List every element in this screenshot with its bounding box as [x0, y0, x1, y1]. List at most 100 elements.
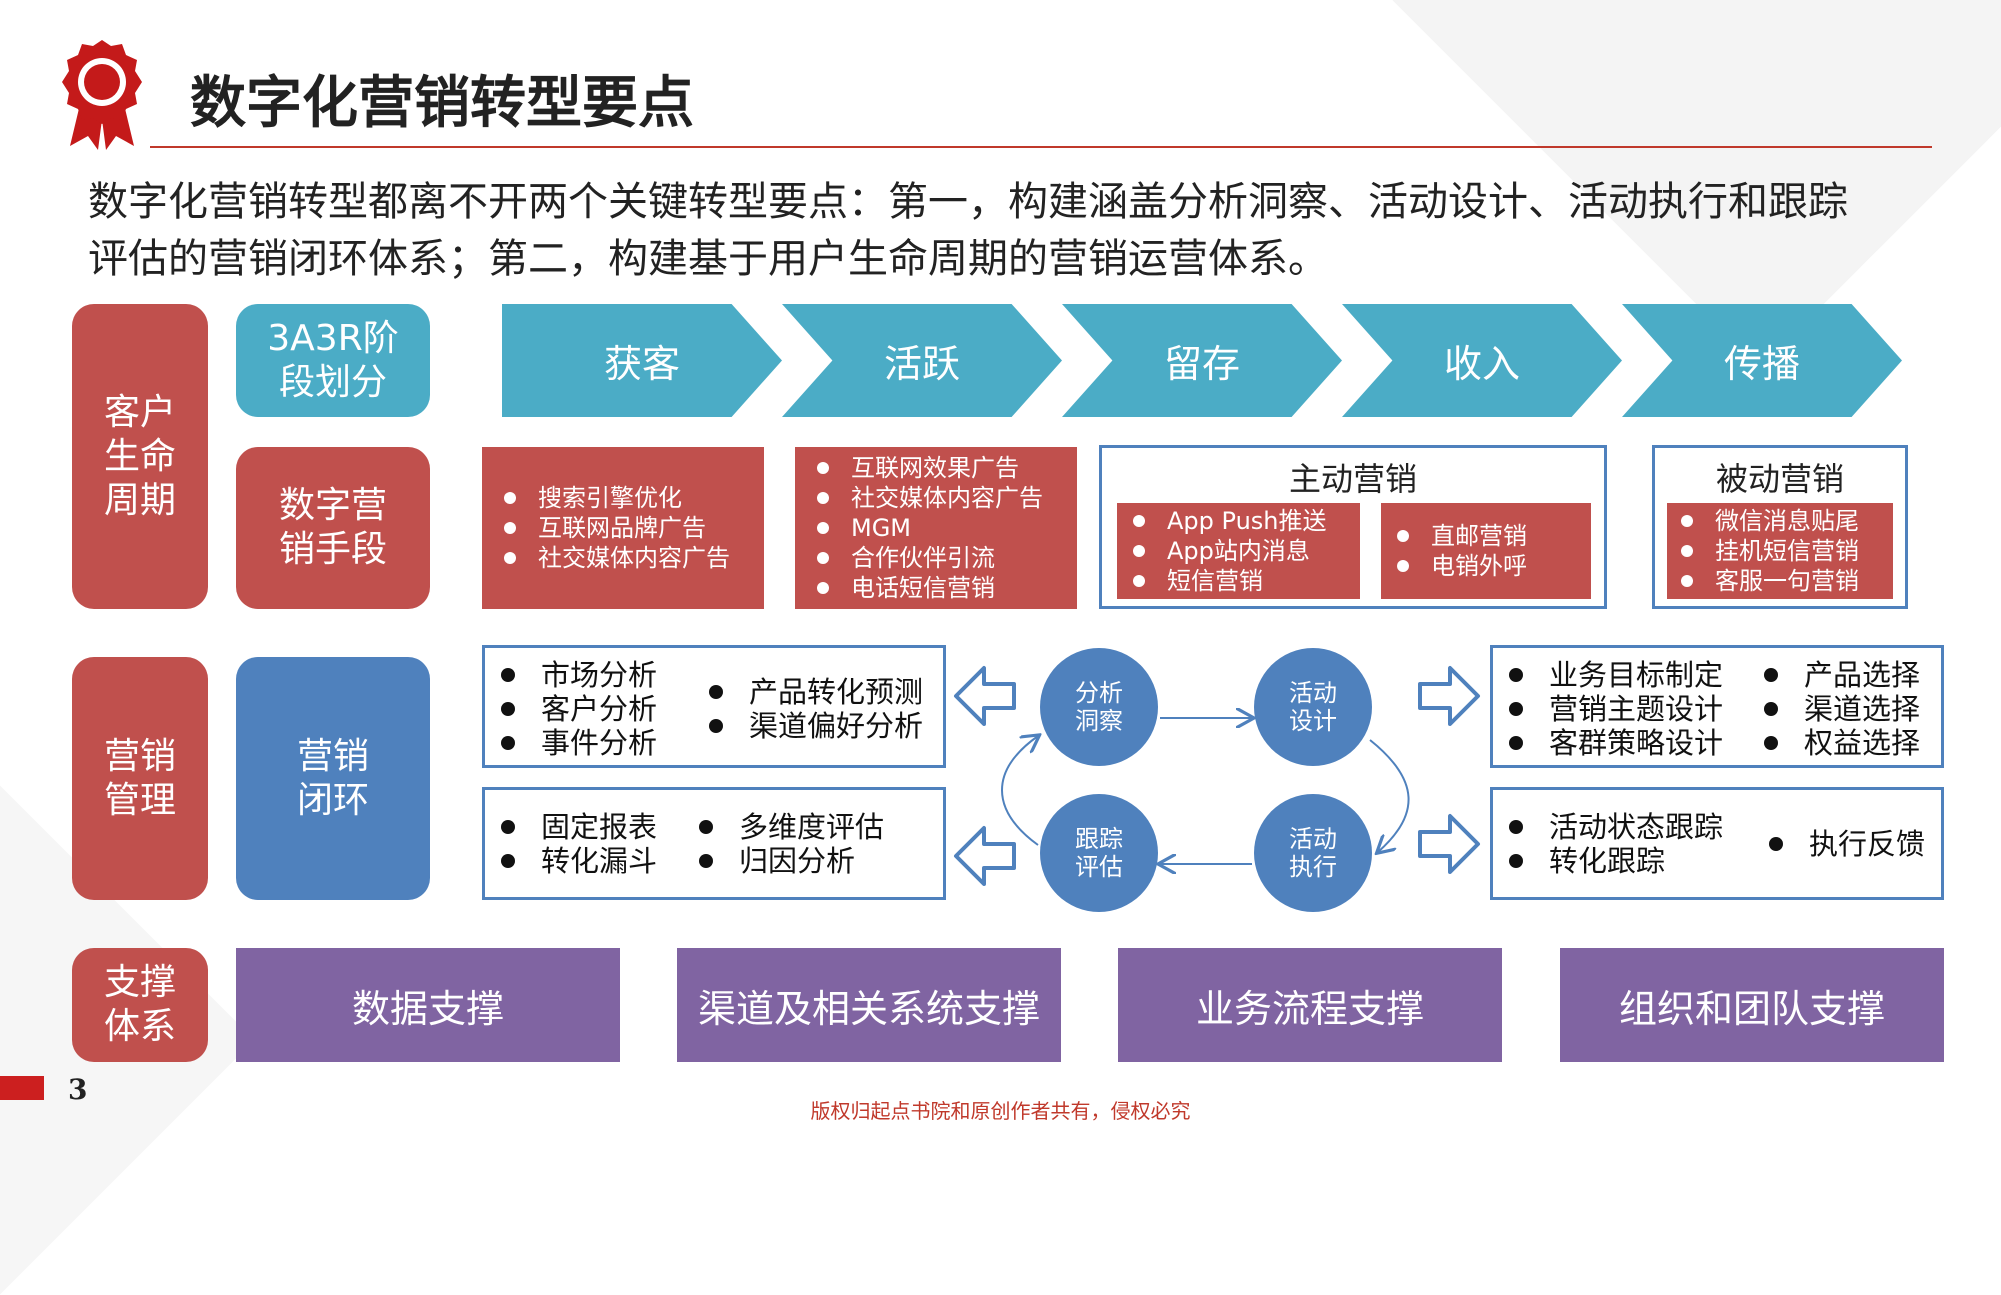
- evaluation-box: 固定报表 转化漏斗 多维度评估 归因分析: [482, 787, 946, 900]
- support-data: 数据支撑: [236, 948, 620, 1062]
- label-line: 闭环: [296, 779, 369, 821]
- stage-acquire: 获客: [502, 304, 782, 417]
- node-execute: 活动执行: [1254, 794, 1372, 912]
- list-item: 营销主题设计: [1493, 692, 1723, 726]
- intro-paragraph: 数字化营销转型都离不开两个关键转型要点：第一，构建涵盖分析洞察、活动设计、活动执…: [88, 174, 1948, 288]
- node-label: 执行: [1289, 853, 1337, 881]
- label-line: 体系: [103, 1006, 176, 1047]
- label-line: 管理: [103, 779, 176, 821]
- support-label: 支撑 体系: [72, 948, 208, 1062]
- list-item: 产品选择: [1748, 658, 1920, 692]
- list-item: 执行反馈: [1753, 827, 1925, 861]
- label-line: 营销: [296, 735, 369, 777]
- list-item: 客服一句营销: [1669, 566, 1859, 596]
- award-ribbon-icon: [62, 40, 142, 150]
- stage-retain: 留存: [1062, 304, 1342, 417]
- label-line: 段划分: [278, 361, 387, 403]
- support-organization-team: 组织和团队支撑: [1560, 948, 1944, 1062]
- label-line: 支撑: [103, 962, 176, 1003]
- digital-means-label: 数字营 销手段: [236, 447, 430, 609]
- node-label: 跟踪: [1075, 825, 1123, 853]
- title-divider: [150, 146, 1932, 148]
- label-line: 周期: [103, 479, 176, 521]
- list-item: 活动状态跟踪: [1493, 810, 1723, 844]
- analysis-box: 市场分析 客户分析 事件分析 产品转化预测 渠道偏好分析: [482, 645, 946, 768]
- copyright-footer: 版权归起点书院和原创作者共有，侵权必究: [810, 1099, 1191, 1123]
- stage-label: 留存: [1163, 342, 1240, 386]
- stage-referral: 传播: [1622, 304, 1902, 417]
- proactive-direct-tactics: 直邮营销 电销外呼: [1381, 503, 1591, 599]
- page-title: 数字化营销转型要点: [190, 71, 694, 136]
- label-line: 数字营: [278, 485, 387, 526]
- node-label: 分析: [1075, 679, 1123, 707]
- list-item: 电话短信营销: [805, 573, 1043, 603]
- node-label: 设计: [1289, 707, 1337, 735]
- list-item: 社交媒体内容广告: [492, 543, 730, 573]
- flow-arrow: [1369, 739, 1410, 852]
- acquire-tactics: 搜索引擎优化 互联网品牌广告 社交媒体内容广告: [482, 447, 764, 609]
- label-line: 销手段: [278, 529, 387, 570]
- list-item: 挂机短信营销: [1669, 536, 1859, 566]
- support-business-process: 业务流程支撑: [1118, 948, 1502, 1062]
- group-title: 主动营销: [1288, 460, 1417, 498]
- list-item: App站内消息: [1121, 536, 1327, 566]
- page-number-bar: [0, 1076, 44, 1100]
- list-item: 事件分析: [485, 726, 657, 760]
- left-arrow-icon: [954, 826, 1016, 886]
- list-item: App Push推送: [1121, 506, 1327, 536]
- list-item: 互联网效果广告: [805, 453, 1043, 483]
- right-arrow-icon: [1418, 666, 1480, 726]
- left-arrow-icon: [954, 666, 1016, 726]
- list-item: 权益选择: [1748, 726, 1920, 760]
- label-line: 生命: [103, 435, 176, 477]
- list-item: 归因分析: [683, 844, 884, 878]
- node-analysis: 分析洞察: [1040, 648, 1158, 766]
- list-item: 渠道选择: [1748, 692, 1920, 726]
- proactive-app-tactics: App Push推送 App站内消息 短信营销: [1117, 503, 1360, 599]
- passive-marketing-group: 被动营销 微信消息贴尾 挂机短信营销 客服一句营销: [1652, 445, 1908, 609]
- execution-box: 活动状态跟踪 转化跟踪 执行反馈: [1490, 787, 1944, 900]
- node-label: 评估: [1075, 853, 1123, 881]
- intro-line: 数字化营销转型都离不开两个关键转型要点：第一，构建涵盖分析洞察、活动设计、活动执…: [88, 179, 1848, 225]
- stage-division-label: 3A3R阶 段划分: [236, 304, 430, 417]
- list-item: 客户分析: [485, 692, 657, 726]
- label-line: 客户: [103, 391, 176, 433]
- list-item: 渠道偏好分析: [693, 709, 923, 743]
- node-label: 活动: [1289, 825, 1337, 853]
- list-item: MGM: [805, 513, 1043, 543]
- stage-revenue: 收入: [1342, 304, 1622, 417]
- label-line: 3A3R阶: [267, 317, 399, 359]
- active-tactics: 互联网效果广告 社交媒体内容广告 MGM 合作伙伴引流 电话短信营销: [795, 447, 1077, 609]
- node-track: 跟踪评估: [1040, 794, 1158, 912]
- right-arrow-icon: [1418, 814, 1480, 874]
- list-item: 合作伙伴引流: [805, 543, 1043, 573]
- loop-connectors: [954, 666, 1480, 886]
- list-item: 产品转化预测: [693, 675, 923, 709]
- list-item: 业务目标制定: [1493, 658, 1723, 692]
- node-label: 活动: [1289, 679, 1337, 707]
- design-box: 业务目标制定 营销主题设计 客群策略设计 产品选择 渠道选择 权益选择: [1490, 645, 1944, 768]
- stage-active: 活跃: [782, 304, 1062, 417]
- list-item: 短信营销: [1121, 566, 1327, 596]
- list-item: 搜索引擎优化: [492, 483, 730, 513]
- passive-tactics: 微信消息贴尾 挂机短信营销 客服一句营销: [1667, 503, 1893, 599]
- list-item: 市场分析: [485, 658, 657, 692]
- marketing-loop-label: 营销 闭环: [236, 657, 430, 900]
- stage-label: 获客: [603, 342, 680, 386]
- support-channel-systems: 渠道及相关系统支撑: [677, 948, 1061, 1062]
- list-item: 固定报表: [485, 810, 657, 844]
- list-item: 直邮营销: [1385, 521, 1527, 551]
- stage-label: 传播: [1723, 342, 1800, 386]
- list-item: 社交媒体内容广告: [805, 483, 1043, 513]
- stage-label: 活跃: [883, 342, 960, 386]
- list-item: 转化漏斗: [485, 844, 657, 878]
- stage-label: 收入: [1443, 342, 1520, 386]
- list-item: 客群策略设计: [1493, 726, 1723, 760]
- node-label: 洞察: [1075, 707, 1123, 735]
- lifecycle-label: 客户 生命 周期: [72, 304, 208, 609]
- proactive-marketing-group: 主动营销 App Push推送 App站内消息 短信营销 直邮营销 电销外呼: [1099, 445, 1607, 609]
- intro-line: 评估的营销闭环体系；第二，构建基于用户生命周期的营销运营体系。: [88, 236, 1328, 282]
- page-number: 3: [68, 1073, 88, 1106]
- management-label: 营销 管理: [72, 657, 208, 900]
- list-item: 互联网品牌广告: [492, 513, 730, 543]
